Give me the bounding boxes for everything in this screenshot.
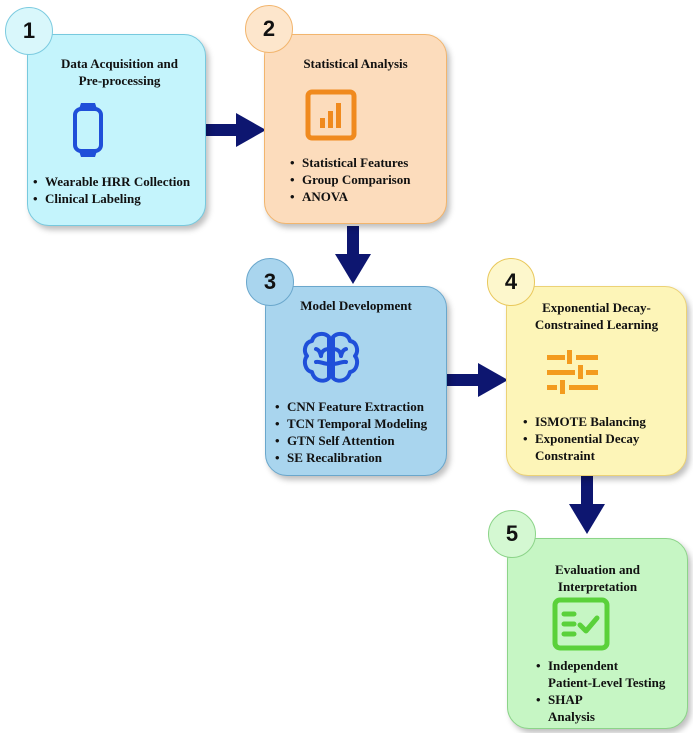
step-2-title: Statistical Analysis	[303, 56, 408, 71]
step-1-number-badge: 1	[5, 7, 53, 55]
step-4-box: Exponential Decay- Constrained Learning …	[506, 286, 687, 476]
step-5-bullets: Independent Patient-Level Testing SHAP A…	[536, 657, 665, 725]
step-5-number-badge: 5	[488, 510, 536, 558]
arrow-3-to-4	[446, 363, 508, 397]
step-2-box: Statistical Analysis Statistical Feature…	[264, 34, 447, 224]
step-3-number-badge: 3	[246, 258, 294, 306]
brain-icon	[302, 331, 360, 383]
step-3-bullet: GTN Self Attention	[275, 432, 427, 449]
step-1-bullets: Wearable HRR Collection Clinical Labelin…	[33, 173, 190, 207]
step-2-bullets: Statistical Features Group Comparison AN…	[290, 154, 410, 205]
step-1-bullet: Wearable HRR Collection	[33, 173, 190, 190]
smartwatch-icon	[73, 103, 103, 157]
step-5-bullet: SHAP Analysis	[536, 691, 665, 725]
step-3-bullets: CNN Feature Extraction TCN Temporal Mode…	[275, 398, 427, 466]
step-4-bullets: ISMOTE Balancing Exponential Decay Const…	[523, 413, 646, 464]
step-3-bullet: TCN Temporal Modeling	[275, 415, 427, 432]
step-5-box: Evaluation and Interpretation Independen…	[507, 538, 688, 729]
step-2-bullet: ANOVA	[290, 188, 410, 205]
step-5-title: Evaluation and Interpretation	[555, 562, 640, 594]
step-2-bullet: Statistical Features	[290, 154, 410, 171]
arrow-2-to-3	[335, 226, 371, 284]
step-3-bullet: CNN Feature Extraction	[275, 398, 427, 415]
bar-chart-icon	[305, 89, 357, 141]
sliders-icon	[547, 350, 598, 394]
checklist-icon	[552, 597, 610, 651]
step-2-number-badge: 2	[245, 5, 293, 53]
step-3-bullet: SE Recalibration	[275, 449, 427, 466]
step-4-number-badge: 4	[487, 258, 535, 306]
step-1-bullet: Clinical Labeling	[33, 190, 190, 207]
step-3-title: Model Development	[300, 298, 412, 313]
step-5-bullet: Independent Patient-Level Testing	[536, 657, 665, 691]
step-1-box: Data Acquisition and Pre-processing Wear…	[27, 34, 206, 226]
step-3-box: Model Development CNN Feature Extraction…	[265, 286, 447, 476]
arrow-4-to-5	[569, 476, 605, 534]
step-4-bullet: ISMOTE Balancing	[523, 413, 646, 430]
step-4-bullet: Exponential Decay Constraint	[523, 430, 646, 464]
step-4-title: Exponential Decay- Constrained Learning	[534, 300, 659, 332]
step-1-title: Data Acquisition and Pre-processing	[60, 56, 179, 88]
step-2-bullet: Group Comparison	[290, 171, 410, 188]
arrow-1-to-2	[204, 113, 266, 147]
